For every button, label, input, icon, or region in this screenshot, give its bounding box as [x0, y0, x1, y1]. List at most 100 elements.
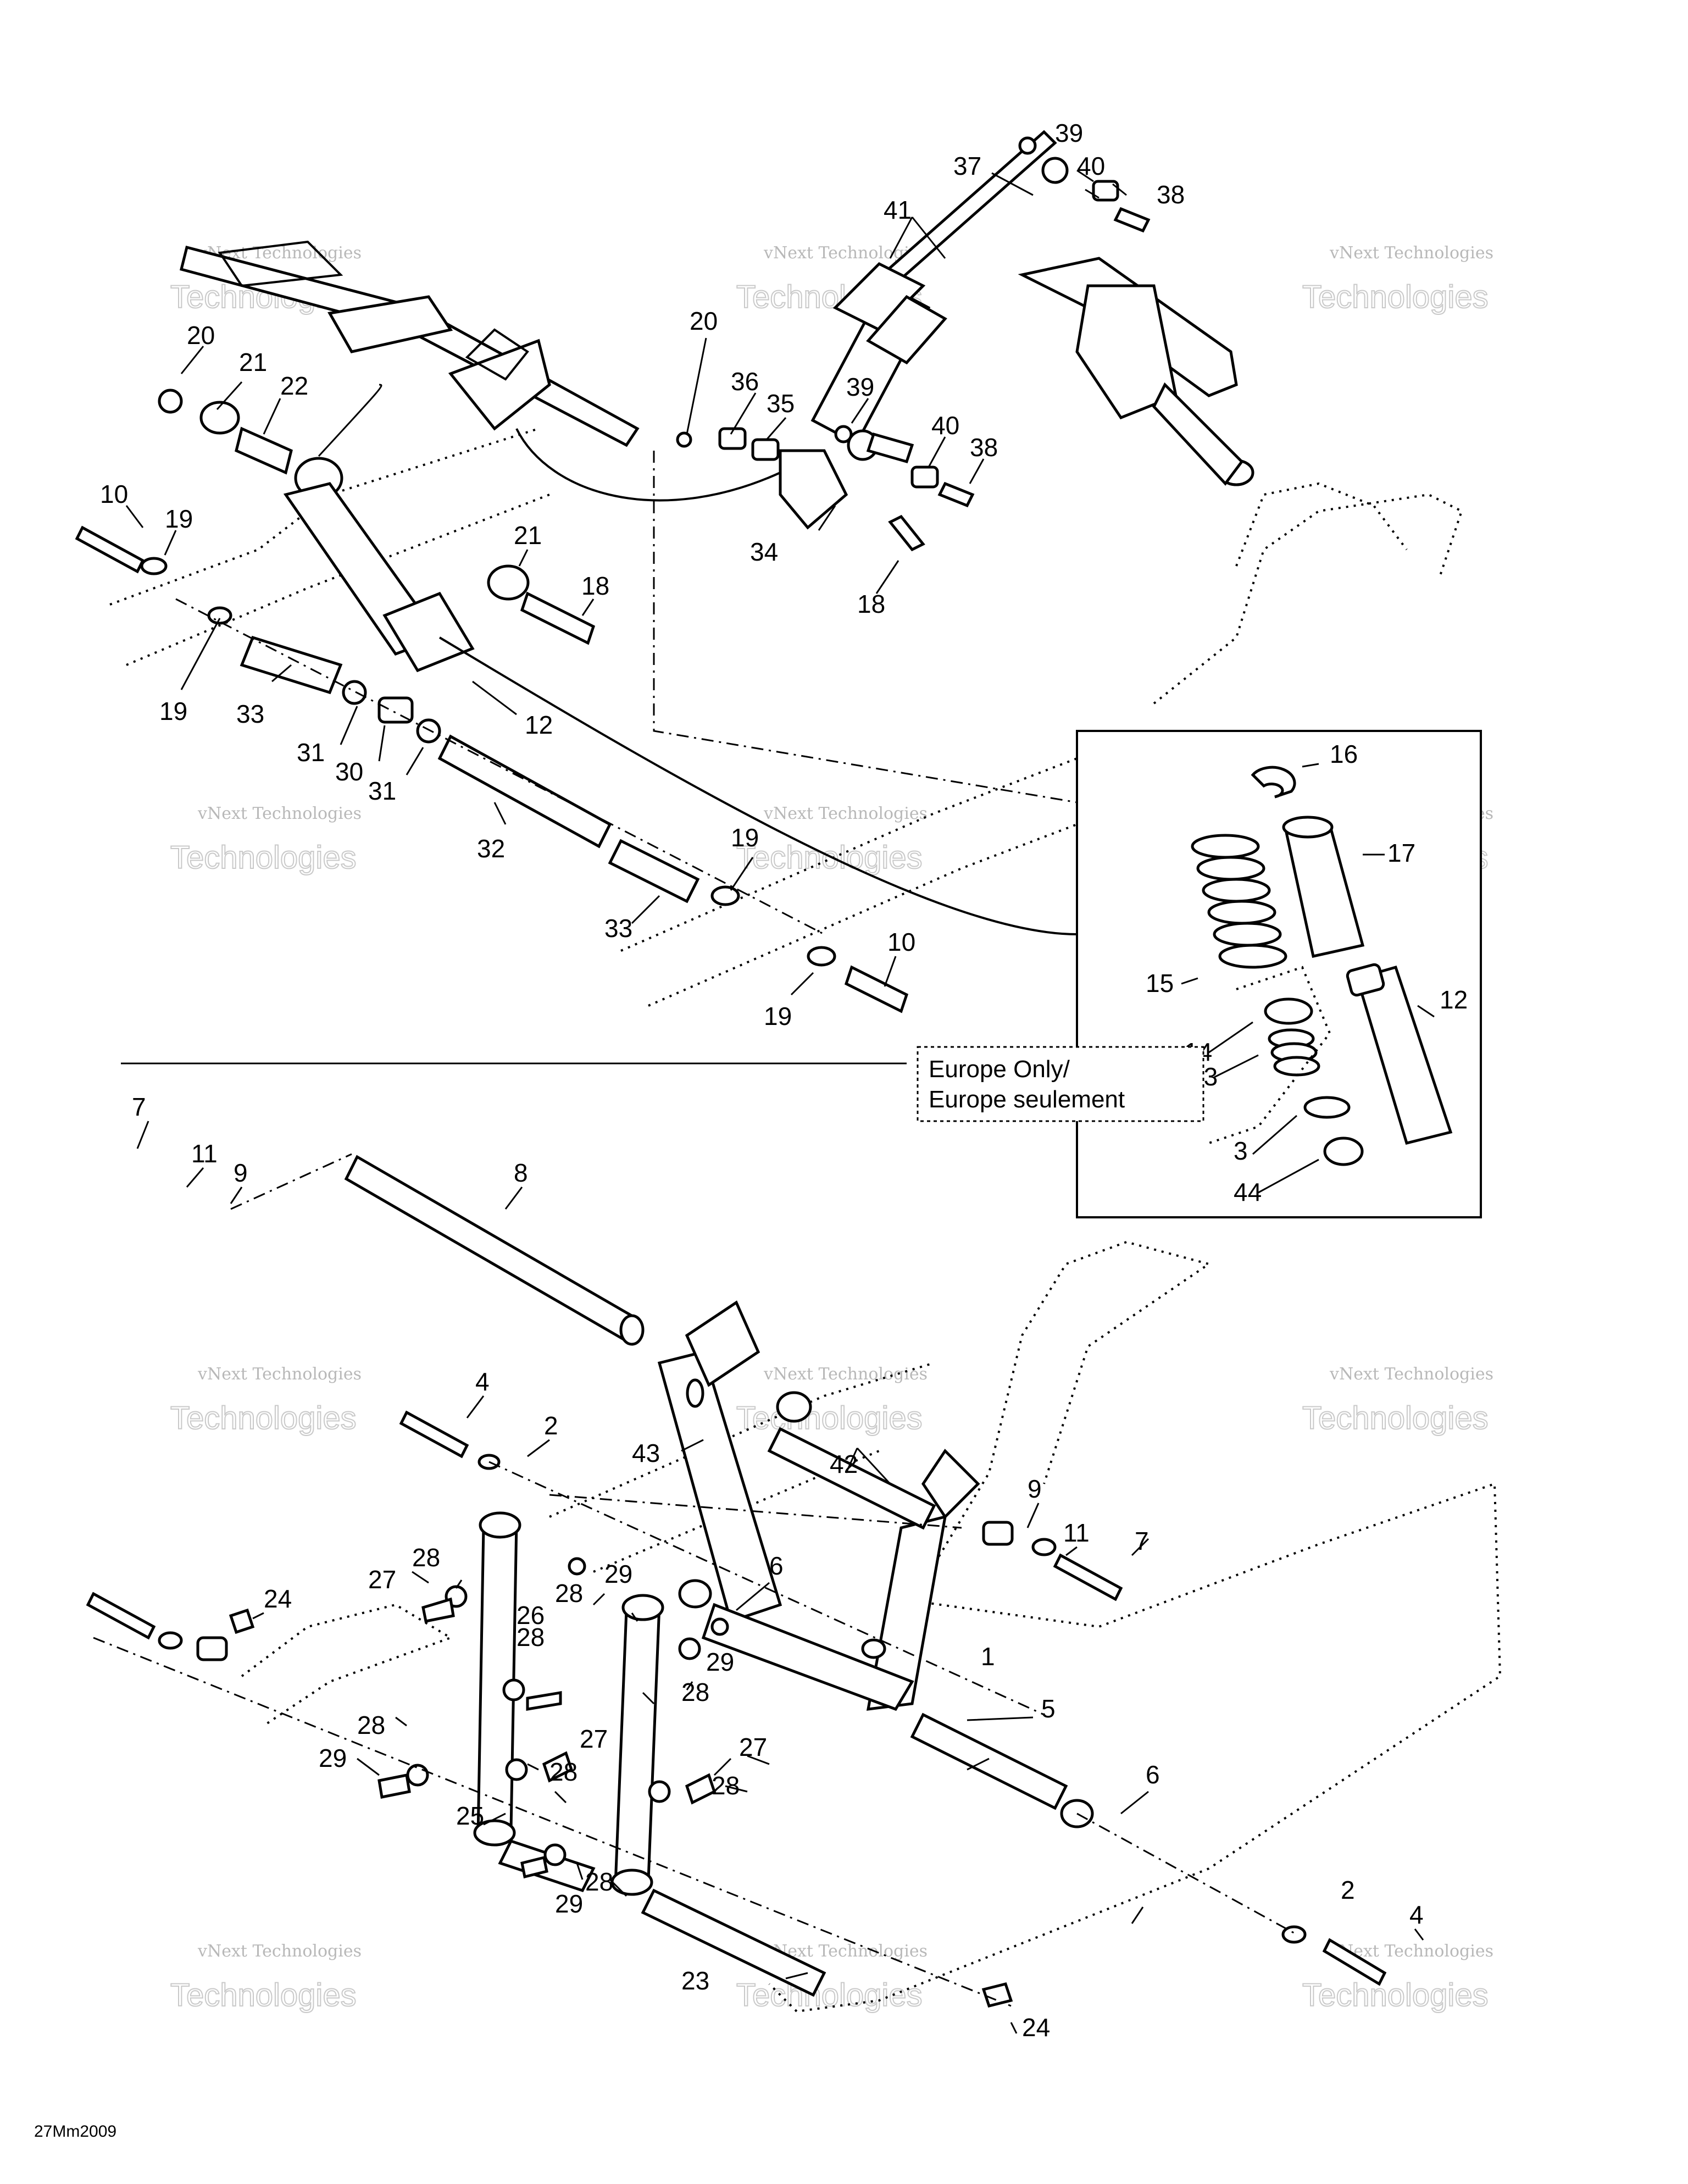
watermark-small: vNext Technologies	[197, 1942, 362, 1961]
watermark-large: Technologies	[736, 840, 923, 875]
watermark: vNext Technologies Technologies	[170, 1942, 362, 2014]
callout-number: 34	[750, 537, 778, 566]
lower-assembly	[86, 1153, 1502, 2013]
callout-number: 21	[239, 348, 267, 376]
callout-number: 9	[234, 1158, 248, 1187]
callout-number: 7	[1135, 1527, 1149, 1555]
watermark: vNext Technologies Technologies	[170, 1365, 362, 1437]
callout-number: 24	[264, 1584, 292, 1613]
callout-number: 26	[517, 1601, 545, 1629]
callout-number: 25	[456, 1801, 484, 1830]
callout-number: 27	[580, 1725, 608, 1753]
europe-note-frame	[917, 1046, 1204, 1122]
watermark-large: Technologies	[736, 1400, 923, 1436]
europe-detail-box	[1076, 730, 1482, 1218]
callout-number: 27	[368, 1565, 396, 1594]
watermark-large: Technologies	[1302, 1977, 1489, 2013]
callout-number: 10	[100, 480, 128, 508]
callout-number: 37	[953, 152, 981, 180]
watermark: vNext Technologies Technologies	[170, 804, 362, 876]
callout-number: 43	[632, 1439, 660, 1467]
leader-lines	[125, 169, 1424, 2034]
watermark-large: Technologies	[1302, 279, 1489, 315]
callout-number: 7	[132, 1093, 146, 1121]
callout-number: 33	[604, 914, 632, 943]
front-shock-12	[283, 457, 475, 673]
callout-number: 18	[581, 572, 609, 600]
callout-number: 4	[475, 1367, 490, 1396]
watermark-small: vNext Technologies	[763, 804, 928, 823]
callout-number: 40	[931, 411, 959, 440]
callout-number: 16	[1330, 740, 1358, 768]
rear-links	[473, 1511, 826, 1997]
callout-number: 36	[731, 367, 759, 396]
detail-box-frame	[1076, 730, 1482, 1218]
watermark: vNext Technologies Technologies	[1302, 1942, 1493, 2014]
callout-number: 11	[191, 1139, 218, 1168]
callout-number: 17	[1387, 839, 1415, 867]
callouts-box: 16 17 15 12 14 13 3 44 Europe Only/ Euro…	[917, 740, 1468, 1206]
callout-number: 35	[767, 389, 795, 418]
watermark: vNext Technologies Technologies	[1302, 1365, 1493, 1437]
callout-number: 22	[280, 372, 308, 400]
callout-number: 12	[1440, 985, 1468, 1014]
callout-number: 2	[1341, 1876, 1355, 1904]
callout-number: 8	[514, 1158, 528, 1187]
callout-number: 28	[555, 1579, 583, 1607]
callout-number: 39	[1055, 119, 1083, 147]
callout-number: 21	[514, 521, 542, 550]
europe-note-line1: Europe Only/	[929, 1056, 1070, 1083]
watermark-small: vNext Technologies	[197, 804, 362, 823]
callout-number: 38	[970, 433, 998, 462]
callout-number: 2	[544, 1411, 558, 1440]
callout-number: 9	[1028, 1475, 1042, 1503]
callout-number: 1	[981, 1642, 995, 1671]
callout-number: 31	[368, 777, 396, 805]
callout-number: 20	[187, 321, 215, 350]
callout-number: 10	[887, 928, 915, 956]
callout-number: 39	[846, 373, 874, 401]
callout-number: 23	[681, 1966, 709, 1995]
callout-number: 28	[517, 1623, 545, 1651]
callout-number: 4	[1409, 1900, 1424, 1929]
callout-number: 28	[585, 1867, 613, 1896]
spring-15	[1191, 834, 1287, 969]
callout-number: 33	[236, 700, 264, 728]
callout-number: 31	[297, 738, 325, 767]
callout-number: 32	[477, 834, 505, 863]
callout-number: 6	[769, 1551, 784, 1580]
watermark: vNext Technologies Technologies	[1302, 243, 1493, 315]
callout-number: 3	[1234, 1137, 1248, 1165]
rear-arm-1	[657, 1300, 980, 1711]
front-arm	[179, 240, 640, 447]
bolts-upper	[75, 136, 1151, 1013]
callout-number: 44	[1234, 1178, 1262, 1206]
europe-note-line2: Europe seulement	[929, 1086, 1125, 1113]
callout-number: 18	[857, 590, 885, 618]
callout-number: 28	[549, 1758, 578, 1786]
watermark: vNext Technologies Technologies	[736, 804, 928, 876]
callout-number: 28	[412, 1543, 440, 1572]
callout-number: 27	[739, 1733, 767, 1761]
watermark-large: Technologies	[736, 1977, 923, 2013]
watermark-small: vNext Technologies	[1329, 1365, 1493, 1384]
callout-number: 38	[1157, 180, 1185, 209]
callouts-lower: 7 11 9 8 4 2 43 42 9 11 7 28 27 28 29 26…	[132, 1093, 1424, 2042]
callout-number: 29	[706, 1648, 734, 1676]
callout-number: 41	[884, 196, 912, 224]
watermark: vNext Technologies Technologies	[736, 1942, 928, 2014]
callout-number: 20	[690, 307, 718, 335]
watermark-small: vNext Technologies	[763, 1365, 928, 1384]
callout-number: 19	[165, 505, 193, 533]
callout-number: 19	[731, 823, 759, 852]
callout-number: 28	[357, 1711, 385, 1739]
callout-number: 5	[1041, 1694, 1056, 1723]
callout-number: 19	[764, 1002, 792, 1030]
callout-number: 6	[1146, 1760, 1160, 1789]
callout-number: 29	[555, 1889, 583, 1918]
support-bracket	[1018, 257, 1254, 486]
callout-number: 29	[319, 1744, 347, 1772]
callout-number: 42	[830, 1450, 858, 1478]
callout-number: 40	[1077, 152, 1105, 180]
